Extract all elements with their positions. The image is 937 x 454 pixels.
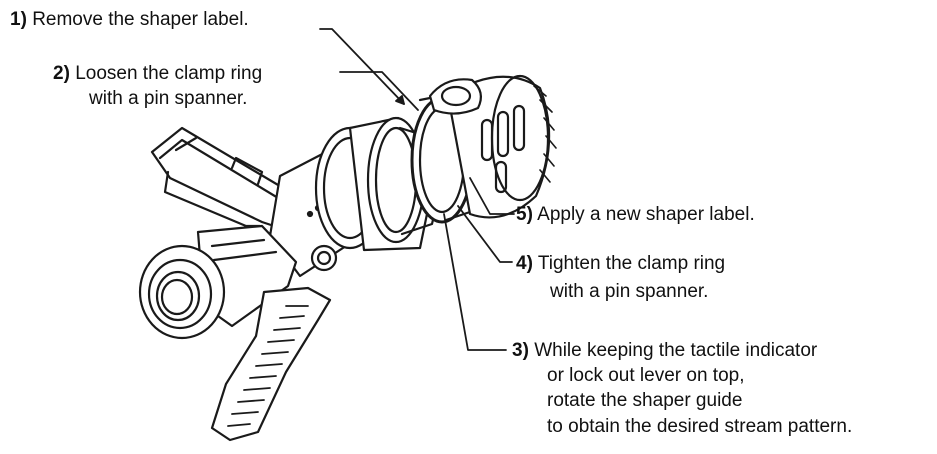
- tactile-indicator: [428, 78, 483, 115]
- step-5-label: 5) Apply a new shaper label.: [516, 203, 755, 226]
- step-text: rotate the shaper guide: [547, 390, 743, 411]
- step-2-label-line-2: with a pin spanner.: [89, 87, 247, 110]
- bail-handle: [150, 126, 302, 234]
- step-1-label: 1) Remove the shaper label.: [10, 8, 249, 31]
- pistol-grip: [210, 286, 332, 442]
- step-text: with a pin spanner.: [89, 88, 248, 109]
- step-number: 2): [53, 63, 70, 84]
- step-number: 4): [516, 253, 533, 274]
- step-3-label-line-3: rotate the shaper guide: [547, 389, 742, 412]
- inlet-coupling: [138, 224, 298, 340]
- step-text: Apply a new shaper label.: [537, 204, 755, 225]
- step-4-label: 4) Tighten the clamp ring: [516, 252, 725, 275]
- step-text: Remove the shaper label.: [32, 9, 249, 30]
- step-text: to obtain the desired stream pattern.: [547, 416, 853, 437]
- leader-step-3: [443, 213, 507, 351]
- step-text: with a pin spanner.: [550, 281, 709, 302]
- leader-step-4: [457, 205, 513, 263]
- step-4-label-line-2: with a pin spanner.: [550, 280, 708, 303]
- leader-step-2: [339, 71, 419, 111]
- leader-step-1: [319, 28, 405, 105]
- step-number: 5): [516, 204, 533, 225]
- leader-lines: [319, 28, 515, 351]
- step-text: Loosen the clamp ring: [75, 63, 263, 84]
- step-number: 3): [512, 340, 529, 361]
- step-3-label: 3) While keeping the tactile indicator: [512, 339, 817, 362]
- step-number: 1): [10, 9, 27, 30]
- step-3-label-line-2: or lock out lever on top,: [547, 364, 745, 387]
- step-text: While keeping the tactile indicator: [534, 340, 818, 361]
- step-2-label: 2) Loosen the clamp ring: [53, 62, 262, 85]
- step-3-label-line-4: to obtain the desired stream pattern.: [547, 415, 852, 438]
- step-text: or lock out lever on top,: [547, 365, 745, 386]
- leader-step-5: [469, 177, 515, 215]
- step-text: Tighten the clamp ring: [537, 253, 726, 274]
